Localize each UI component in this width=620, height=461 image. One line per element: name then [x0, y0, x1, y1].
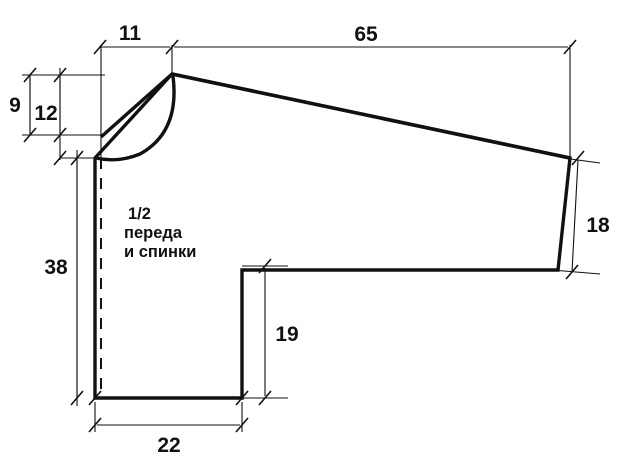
dimension-label-sleeve-length: 65 — [354, 23, 378, 46]
dimension-label-neck-depth-outer: 9 — [9, 94, 21, 117]
piece-label-line-3: и спинки — [124, 243, 196, 261]
neckline-curve — [94, 74, 176, 162]
dimension-label-side-slit-height: 19 — [275, 323, 298, 346]
dim-line-18 — [571, 159, 579, 273]
dimension-label-hem-half-width: 22 — [157, 434, 180, 457]
ext-line-cuff-bottom — [551, 269, 601, 275]
dimension-label-shoulder-width: 11 — [119, 22, 142, 45]
shoulder-slope-line — [99, 72, 174, 139]
dimension-label-body-length: 38 — [44, 256, 68, 279]
piece-label-line-1: 1/2 — [128, 205, 151, 223]
dimension-label-neck-width-inner: 12 — [34, 102, 57, 125]
piece-label-line-2: переда — [124, 224, 183, 242]
dimension-ticks — [23, 39, 585, 433]
sleeve-top-edge — [171, 72, 571, 160]
dimension-label-cuff-width: 18 — [586, 214, 610, 237]
